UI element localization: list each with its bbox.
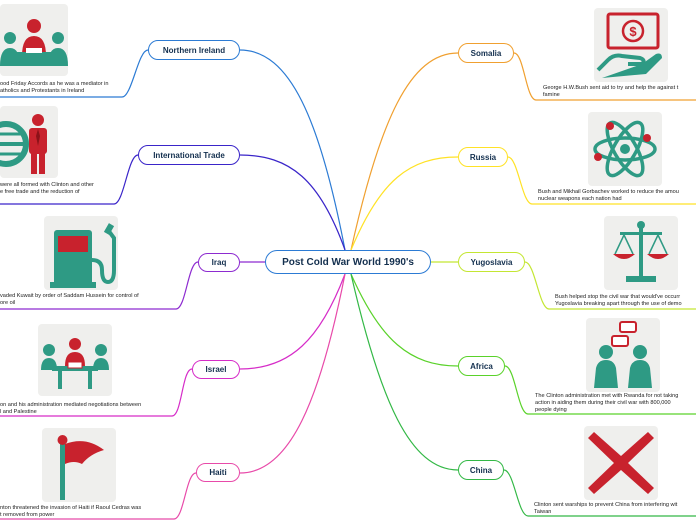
topic-northern-ireland[interactable]: Northern Ireland [148, 40, 240, 60]
note-line: e free trade and the reduction of [0, 189, 80, 195]
note-line: atholics and Protestants in Ireland [0, 88, 85, 94]
note-russia: Bush and Mikhail Gorbachev worked to red… [538, 189, 696, 203]
note-line: Yugoslavia breaking apart through the us… [555, 301, 682, 307]
link-china [350, 273, 459, 471]
note-line: Bush and Mikhail Gorbachev worked to red… [538, 189, 679, 195]
scales-icon [604, 216, 678, 290]
topic-somalia[interactable]: Somalia [458, 43, 514, 63]
link-africa [350, 273, 459, 367]
underline-yugoslavia [524, 261, 696, 310]
link-russia [350, 156, 459, 251]
note-line: vaded Kuwait by order of Saddam Hussein … [0, 293, 139, 299]
note-line: action in aiding them during their civil… [535, 400, 671, 406]
topic-iraq[interactable]: Iraq [198, 253, 240, 272]
note-line: Bush helped stop the civil war that woul… [555, 294, 681, 300]
topic-africa[interactable]: Africa [458, 356, 505, 376]
note-line: ore oil [0, 300, 16, 306]
underline-international-trade [0, 154, 139, 205]
link-somalia [350, 52, 459, 251]
note-israel: on and his administration mediated negot… [0, 402, 172, 416]
topic-china[interactable]: China [458, 460, 504, 480]
atom-icon [588, 112, 662, 186]
conversation-icon [586, 318, 660, 392]
topic-israel[interactable]: Israel [192, 360, 240, 379]
link-israel [239, 273, 346, 370]
link-haiti [239, 273, 346, 474]
note-line: The Clinton administration met with Rwan… [535, 393, 679, 399]
note-line: nuclear weapons each nation had [538, 196, 622, 202]
note-haiti: nton threatened the invasion of Haiti if… [0, 505, 174, 519]
underline-somalia [513, 52, 696, 101]
flag-icon [42, 428, 116, 502]
topic-international-trade[interactable]: International Trade [138, 145, 240, 165]
topic-russia[interactable]: Russia [458, 147, 508, 167]
note-line: George H.W.Bush sent aid to try and help… [543, 85, 679, 91]
note-africa: The Clinton administration met with Rwan… [535, 393, 696, 414]
meeting-icon [0, 4, 68, 76]
topic-haiti[interactable]: Haiti [196, 463, 240, 482]
note-international-trade: were all formed with Clinton and other e… [0, 182, 128, 196]
note-line: were all formed with Clinton and other [0, 182, 94, 188]
underline-northern-ireland [0, 49, 149, 98]
note-northern-ireland: ood Friday Accords as he was a mediator … [0, 81, 140, 95]
svg-text:$: $ [629, 24, 637, 39]
note-china: Clinton sent warships to prevent China f… [534, 502, 696, 516]
underline-russia [507, 156, 696, 205]
note-line: Taiwan [534, 509, 552, 515]
topic-yugoslavia[interactable]: Yugoslavia [458, 252, 525, 272]
note-line: t removed from power [0, 512, 55, 518]
note-yugoslavia: Bush helped stop the civil war that woul… [555, 294, 696, 308]
underline-haiti [0, 472, 197, 520]
globe-businessman-icon [0, 106, 58, 178]
note-line: people dying [535, 407, 567, 413]
link-international-trade [239, 154, 346, 251]
note-line: Clinton sent warships to prevent China f… [534, 502, 678, 508]
note-line: on and his administration mediated negot… [0, 402, 142, 408]
money-hand-icon: $ [594, 8, 668, 82]
note-line: famine [543, 92, 560, 98]
note-line: nton threatened the invasion of Haiti if… [0, 505, 142, 511]
underline-israel [0, 368, 193, 417]
note-line: l and Palestine [0, 409, 37, 415]
note-line: ood Friday Accords as he was a mediator … [0, 81, 109, 87]
link-northern-ireland [239, 49, 346, 251]
note-somalia: George H.W.Bush sent aid to try and help… [543, 85, 696, 99]
red-x-icon [584, 426, 658, 500]
underline-china [503, 469, 696, 517]
underline-iraq [0, 261, 199, 310]
negotiation-icon [38, 324, 112, 396]
central-topic[interactable]: Post Cold War World 1990's [265, 250, 431, 274]
fuel-pump-icon [44, 216, 118, 290]
underline-africa [504, 365, 696, 415]
note-iraq: vaded Kuwait by order of Saddam Hussein … [0, 293, 176, 307]
